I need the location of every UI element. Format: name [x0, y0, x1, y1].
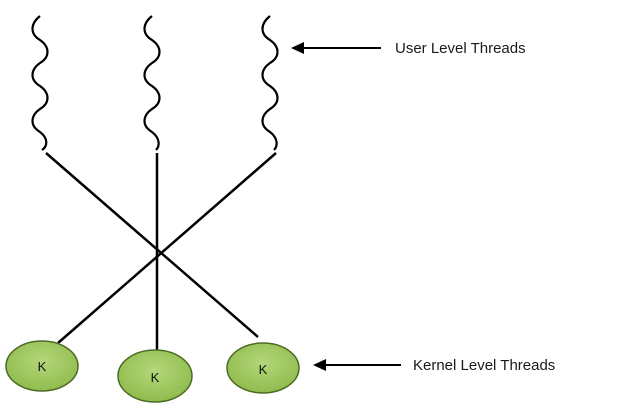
kernel-thread-3-label: K — [259, 362, 268, 377]
user-threads-arrow — [291, 42, 381, 54]
connection-line-3 — [57, 152, 277, 344]
kernel-thread-1 — [5, 340, 79, 392]
user-thread-3 — [261, 15, 279, 151]
kernel-threads-arrow — [313, 359, 401, 371]
kernel-thread-3 — [226, 342, 300, 394]
kernel-thread-2 — [117, 349, 193, 403]
user-threads-label: User Level Threads — [395, 40, 526, 57]
user-thread-1 — [31, 15, 49, 151]
kernel-threads-label: Kernel Level Threads — [413, 357, 555, 374]
kernel-thread-2-label: K — [151, 370, 160, 385]
kernel-thread-1-label: K — [38, 359, 47, 374]
connection-line-1 — [45, 152, 259, 338]
user-thread-2 — [143, 15, 161, 151]
